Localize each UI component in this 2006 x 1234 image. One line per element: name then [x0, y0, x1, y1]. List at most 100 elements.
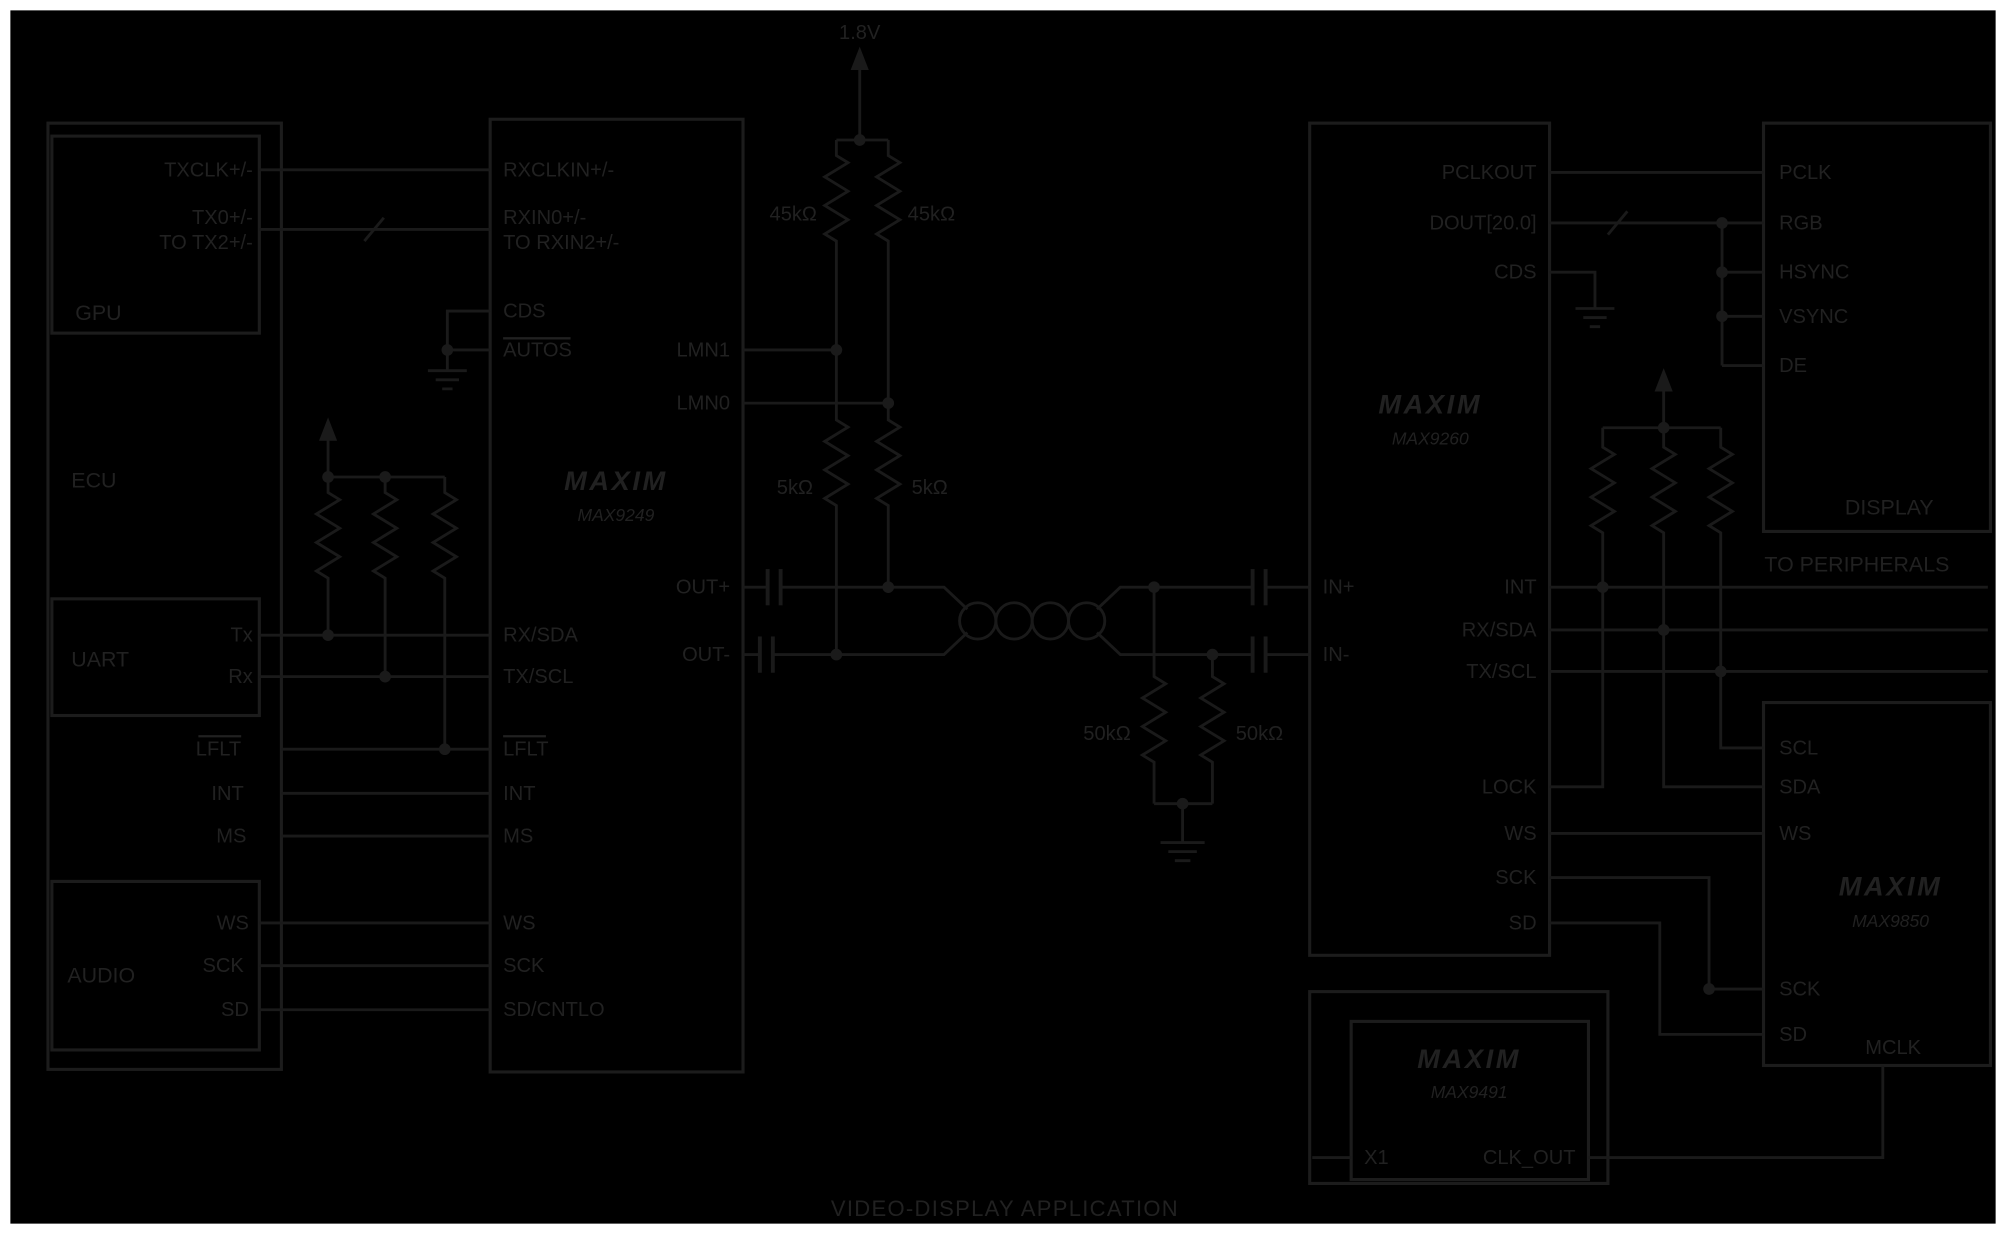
pll-logo: MAXIM — [1417, 1043, 1521, 1074]
max9249-box — [488, 117, 745, 1074]
ser-pin-out-plus: OUT+ — [676, 577, 730, 599]
pll-part-number: MAX9491 — [1431, 1082, 1508, 1102]
junction-dot — [379, 670, 391, 683]
junction-dot — [322, 471, 334, 483]
audio-label: AUDIO — [67, 964, 135, 988]
wire-sda — [1662, 629, 1764, 789]
junction-dot — [1148, 581, 1160, 594]
max9491-box — [1349, 1019, 1591, 1182]
resistors — [313, 139, 1736, 804]
display-pin-rgb: RGB — [1779, 212, 1823, 234]
supply-arrow-left-icon — [318, 417, 338, 441]
resistor-45k-left — [821, 139, 851, 350]
resistor-label-50k-right: 50kΩ — [1236, 723, 1283, 745]
wire-out-minus — [743, 631, 1310, 657]
gpu-pin-tx0: TX0+/- — [192, 207, 253, 229]
audio-pin-sd: SD — [221, 999, 249, 1021]
junction-dot — [1596, 581, 1609, 594]
dac-pin-sck: SCK — [1779, 978, 1821, 1000]
pullup-resistor-scl — [1706, 427, 1736, 672]
uart-pin-rx: Rx — [228, 666, 253, 688]
dac-pin-mclk: MCLK — [1865, 1037, 1921, 1059]
pullup-resistor-tx — [313, 477, 343, 636]
resistor-5k-right — [873, 403, 903, 588]
resistor-50k-left — [1139, 587, 1169, 804]
junction-dot — [438, 743, 451, 756]
wire-out-plus — [743, 585, 1310, 611]
junction-dot — [1714, 665, 1727, 678]
junction-dot — [853, 134, 866, 146]
des-pin-in-plus: IN+ — [1323, 577, 1355, 599]
wire-lock — [1549, 587, 1605, 789]
gpu-label: GPU — [75, 301, 121, 325]
supply-label-18v: 1.8V — [839, 22, 881, 44]
des-pin-pclkout: PCLKOUT — [1442, 162, 1537, 184]
audio-pin-ws: WS — [217, 912, 249, 934]
ground-symbols — [427, 307, 1615, 863]
gpu-pin-tx2: TO TX2+/- — [159, 232, 253, 254]
ser-pin-int: INT — [503, 783, 535, 805]
junction-dot — [1716, 310, 1728, 323]
uart-pin-tx: Tx — [231, 625, 253, 647]
display-label: DISPLAY — [1845, 496, 1934, 520]
dac-pin-scl: SCL — [1779, 737, 1818, 759]
uart-label: UART — [71, 647, 129, 671]
ser-pin-ws: WS — [503, 912, 535, 934]
wires-left — [259, 168, 491, 1012]
junction-dot — [1716, 217, 1728, 229]
wire-mclk — [1588, 1065, 1885, 1159]
ser-pin-txscl: TX/SCL — [503, 666, 573, 688]
audio-pin-sck: SCK — [202, 955, 244, 977]
peripherals-label: TO PERIPHERALS — [1764, 553, 1949, 577]
ser-pin-rxsda: RX/SDA — [503, 625, 578, 647]
resistor-50k-right — [1198, 654, 1227, 804]
junction-dot — [1703, 983, 1715, 995]
figure-caption: VIDEO-DISPLAY APPLICATION — [831, 1196, 1179, 1221]
supply-arrow-right-icon — [1654, 368, 1673, 392]
ser-pin-ms: MS — [503, 826, 533, 848]
ground-50k-icon — [1160, 841, 1205, 863]
des-pin-cds: CDS — [1494, 262, 1536, 284]
wire-scl — [1719, 671, 1764, 750]
twist-loop-4 — [1067, 601, 1107, 641]
supply-arrow-18v-icon — [850, 46, 869, 70]
junction-dot — [1176, 797, 1189, 810]
dac-pin-ws: WS — [1779, 823, 1811, 845]
junction-dot — [379, 471, 391, 483]
max9850-box — [1761, 700, 1992, 1068]
pullup-resistor-rx — [370, 477, 400, 677]
junction-dot — [322, 629, 334, 641]
max9260-box — [1308, 121, 1552, 957]
resistor-label-45k-left: 45kΩ — [770, 203, 817, 225]
ser-pin-sck: SCK — [503, 955, 545, 977]
junction-dot — [1657, 624, 1670, 636]
ser-pin-rxin0: RXIN0+/- — [503, 207, 586, 229]
resistor-label-5k-right: 5kΩ — [912, 477, 948, 499]
dac-pin-sd: SD — [1779, 1024, 1807, 1046]
junction-dot — [1716, 266, 1728, 279]
ser-pin-out-minus: OUT- — [682, 644, 730, 666]
twisted-pair — [958, 601, 1107, 641]
junction-dot — [1206, 648, 1219, 661]
des-pin-rxsda: RX/SDA — [1462, 619, 1537, 641]
junction-dot — [830, 648, 843, 661]
resistor-label-5k-left: 5kΩ — [777, 477, 813, 499]
gpu-pin-txclk: TXCLK+/- — [164, 159, 253, 181]
ser-pin-rxin2: TO RXIN2+/- — [503, 232, 619, 254]
ground-autos-icon — [427, 369, 467, 391]
des-pin-dout: DOUT[20.0] — [1429, 212, 1536, 234]
des-pin-int: INT — [1504, 577, 1536, 599]
resistor-5k-left — [821, 349, 851, 655]
ser-logo: MAXIM — [564, 465, 668, 496]
des-pin-in-minus: IN- — [1323, 644, 1350, 666]
wire-dout-bus — [1549, 221, 1764, 367]
display-pin-hsync: HSYNC — [1779, 262, 1849, 284]
pll-pin-x1: X1 — [1364, 1147, 1389, 1169]
pullup-resistor-int — [1588, 427, 1618, 588]
junction-dots — [322, 134, 1728, 995]
gpu-box — [50, 134, 261, 335]
dac-pin-sda: SDA — [1779, 776, 1821, 798]
ser-pin-lmn0: LMN0 — [676, 393, 730, 415]
display-pin-de: DE — [1779, 355, 1807, 377]
